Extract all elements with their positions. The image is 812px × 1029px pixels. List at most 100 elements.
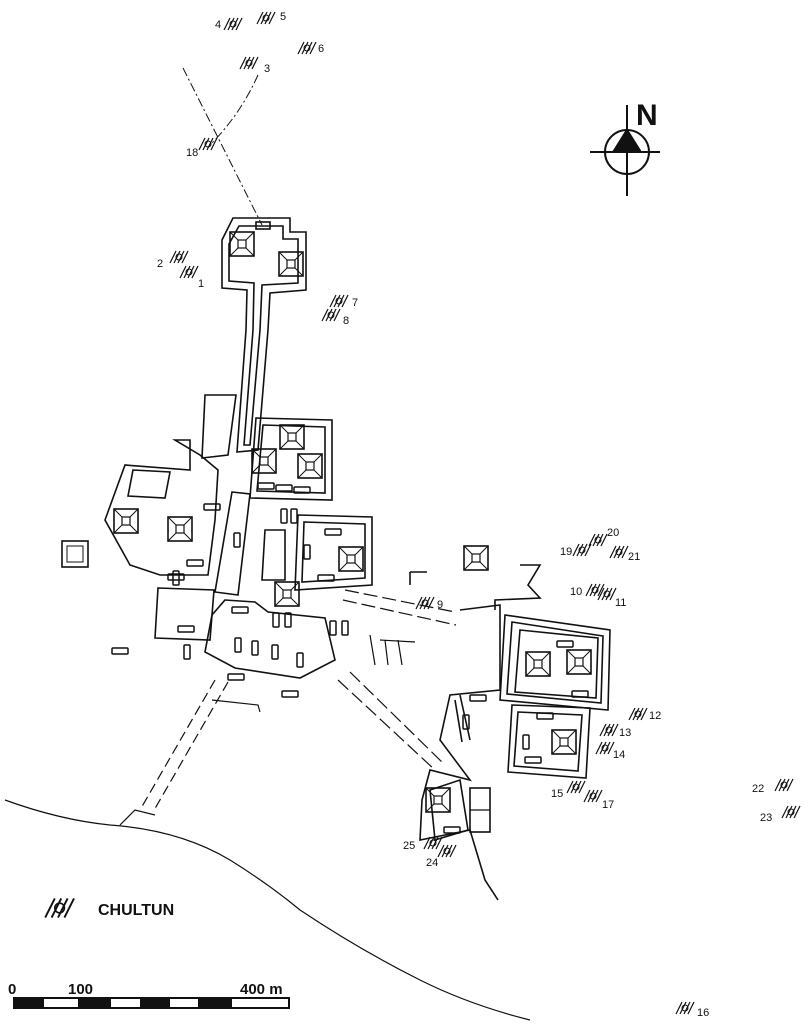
north-plaza-group	[221, 217, 307, 453]
chultun-label-8: 8	[343, 315, 349, 327]
pyramid	[278, 251, 304, 277]
pyramid	[297, 453, 323, 479]
chultun-23	[781, 805, 801, 819]
chultun-label-13: 13	[619, 727, 631, 739]
pyramid	[566, 649, 592, 675]
building	[271, 644, 279, 660]
scale-label-100: 100	[68, 981, 93, 998]
building	[524, 756, 542, 764]
chultun-label-10: 10	[570, 586, 582, 598]
chultun-markers	[169, 11, 801, 1015]
chultun-label-25: 25	[403, 840, 415, 852]
causeway-southeast	[337, 671, 446, 771]
building	[303, 544, 311, 560]
chultun-label-24: 24	[426, 857, 438, 869]
chultun-number-labels: 1 2 3 4 5 6 7 8 9 10 11 12 13 14 15 16 1…	[157, 11, 772, 1019]
scale-label-0: 0	[8, 981, 16, 998]
chultun-label-19: 19	[560, 546, 572, 558]
building	[203, 503, 221, 511]
walls	[369, 634, 416, 666]
building	[233, 532, 241, 548]
chultun-label-16: 16	[697, 1007, 709, 1019]
chultun-7	[329, 294, 349, 308]
pyramid	[113, 508, 139, 534]
chultun-label-18: 18	[186, 147, 198, 159]
pyramid	[251, 448, 277, 474]
chultun-20	[588, 533, 608, 547]
building	[186, 559, 204, 567]
causeway-north	[182, 67, 263, 226]
chultun-14	[595, 741, 615, 755]
building	[177, 625, 195, 633]
chultun-24	[437, 844, 457, 858]
east-quadrangle	[249, 417, 333, 501]
chultun-13	[599, 723, 619, 737]
building	[111, 647, 129, 655]
wall-segment	[211, 699, 261, 713]
chultun-16	[675, 1001, 695, 1015]
building	[183, 644, 191, 660]
building	[324, 528, 342, 536]
chultun-label-9: 9	[437, 599, 443, 611]
building	[172, 570, 180, 586]
chultun-label-22: 22	[752, 783, 764, 795]
chultun-21	[609, 545, 629, 559]
chultun-label-5: 5	[280, 11, 286, 23]
chultun-18	[198, 137, 218, 151]
building	[290, 508, 298, 524]
causeway-south	[139, 679, 229, 813]
building	[257, 482, 275, 490]
west-platform	[104, 394, 237, 576]
legend-label: CHULTUN	[98, 902, 174, 919]
chultun-label-20: 20	[607, 527, 619, 539]
shoreline	[4, 799, 531, 1021]
chultun-label-6: 6	[318, 43, 324, 55]
chultun-label-12: 12	[649, 710, 661, 722]
chultun-label-21: 21	[628, 551, 640, 563]
causeway-end	[119, 809, 156, 826]
chultun-6	[297, 41, 317, 55]
scale-label-400m: 400 m	[240, 981, 283, 998]
causeway-north-east	[209, 74, 259, 146]
building	[556, 640, 574, 648]
pyramid	[525, 651, 551, 677]
legend: CHULTUN	[44, 897, 174, 919]
chultun-label-15: 15	[551, 788, 563, 800]
building	[329, 620, 337, 636]
chultun-label-1: 1	[198, 278, 204, 290]
building	[234, 637, 242, 653]
chultun-symbol-icon	[44, 897, 75, 919]
chultun-label-3: 3	[264, 63, 270, 75]
chultun-22	[774, 778, 794, 792]
chultun-2	[169, 250, 189, 264]
pyramid	[229, 231, 255, 257]
chultun-12	[628, 707, 648, 721]
building	[251, 640, 259, 656]
building	[469, 694, 487, 702]
chultun-1	[179, 265, 199, 279]
pyramid	[274, 581, 300, 607]
chultun-label-11: 11	[615, 597, 626, 609]
building	[231, 606, 249, 614]
pyramid	[551, 729, 577, 755]
causeway-east	[342, 589, 457, 626]
building	[522, 734, 530, 750]
chultun-15	[566, 780, 586, 794]
chultun-label-7: 7	[352, 297, 358, 309]
pyramid	[338, 546, 364, 572]
chultun-4	[223, 17, 243, 31]
pyramid	[167, 516, 193, 542]
wall-fragment	[409, 571, 427, 585]
isolated-mound-top	[66, 545, 84, 563]
building	[281, 690, 299, 698]
isolated-mound	[61, 540, 89, 568]
scale-bar: 0 100 400 m	[8, 981, 290, 1009]
chultun-19	[572, 543, 592, 557]
building	[341, 620, 349, 636]
chultun-label-14: 14	[613, 749, 625, 761]
pyramid	[463, 545, 489, 571]
chultun-3	[239, 56, 259, 70]
north-arrow: N	[590, 99, 660, 196]
